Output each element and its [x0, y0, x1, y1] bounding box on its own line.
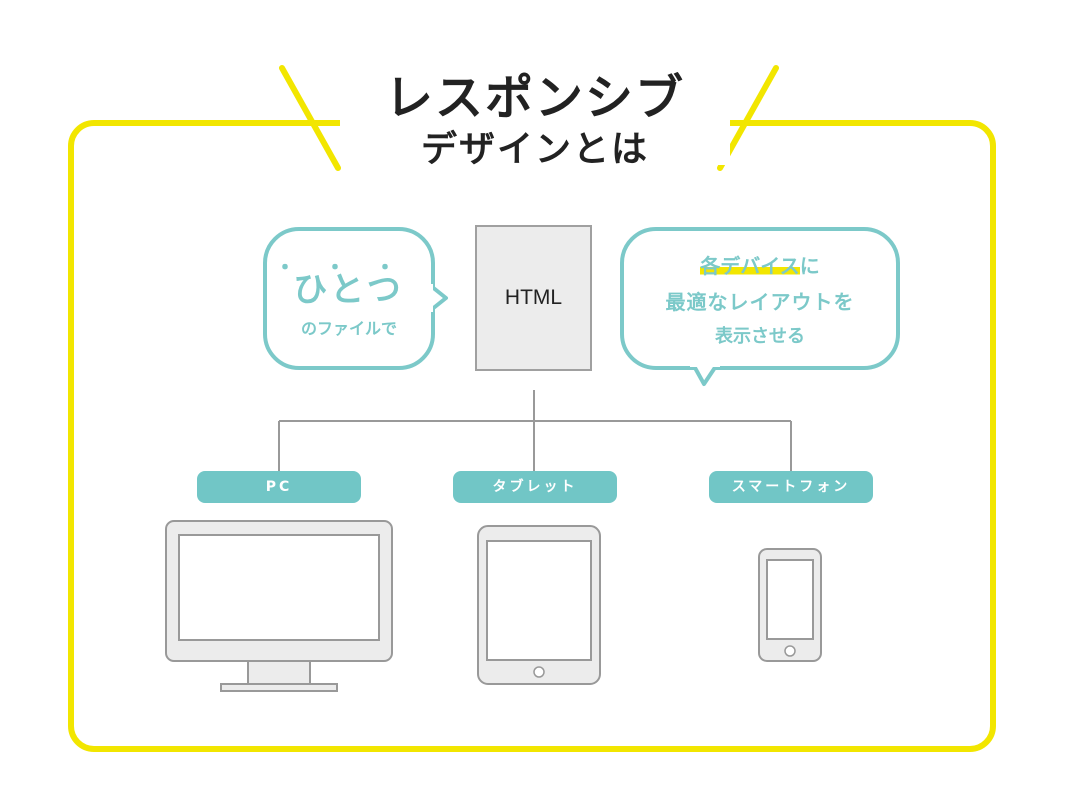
speech-bubble-right [620, 227, 900, 370]
bubble-left-sub-text: のファイルで [300, 319, 397, 338]
emphasis-dots: ・・・ [273, 256, 424, 281]
smartphone-icon [758, 548, 822, 662]
highlighted-text: 各デバイス [700, 254, 800, 278]
tablet-icon [477, 525, 601, 685]
pc-monitor-icon [165, 520, 393, 692]
device-label-pc: PC [197, 471, 361, 503]
bubble-right-line3: 表示させる [715, 326, 805, 347]
bubble-right-line2: 最適なレイアウトを [665, 290, 855, 314]
bubble-right-line1-rest: に [799, 254, 820, 278]
speech-bubble-left [263, 227, 435, 370]
bubble-right-line1: 各デバイスに [620, 250, 900, 279]
device-label-smartphone: スマートフォン [709, 471, 873, 503]
page-subtitle: デザインとは [420, 129, 649, 170]
title-mask [340, 55, 730, 165]
bubble-left-tail [429, 284, 448, 312]
html-document-icon [475, 225, 592, 371]
bubble-left-main-text: ひとつ [293, 270, 405, 310]
page-title: レスポンシブ [384, 70, 685, 126]
bubble-right-tail [692, 364, 718, 386]
device-label-tablet: タブレット [453, 471, 617, 503]
html-document-label: HTML [504, 286, 563, 309]
left-slash [279, 65, 341, 171]
